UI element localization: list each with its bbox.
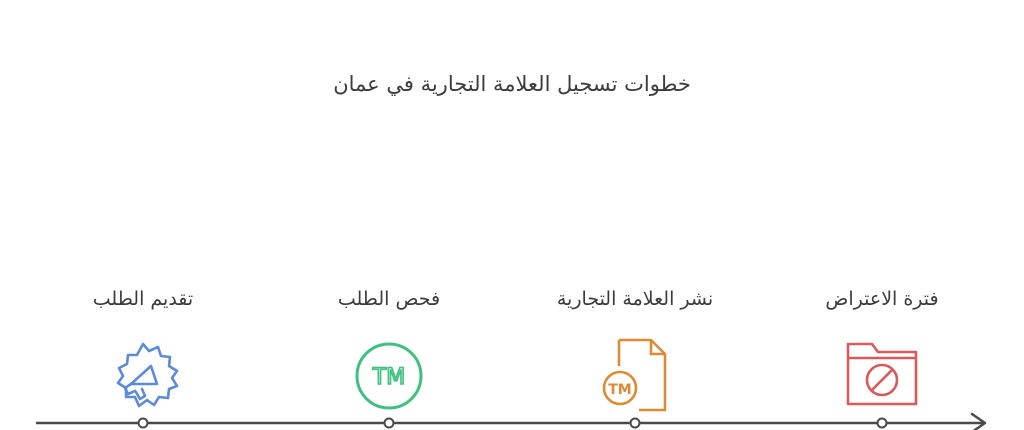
step-label: فحص الطلب — [337, 288, 441, 310]
svg-text:TM: TM — [372, 365, 405, 390]
diagram-title: خطوات تسجيل العلامة التجارية في عمان — [333, 72, 691, 96]
timeline-node — [876, 417, 888, 429]
trademark-icon: TM — [355, 342, 423, 410]
trademark-document-icon: TM — [602, 338, 667, 412]
timeline-node — [383, 417, 395, 429]
step-publish-trademark: نشر العلامة التجارية TM — [515, 284, 755, 416]
timeline-node — [629, 417, 641, 429]
step-label: نشر العلامة التجارية — [556, 288, 714, 310]
step-label: فترة الاعتراض — [825, 288, 939, 310]
svg-text:TM: TM — [608, 382, 631, 398]
timeline-node — [137, 417, 149, 429]
step-opposition-period: فترة الاعتراض — [762, 284, 1002, 416]
timeline-arrowhead — [970, 412, 987, 430]
megaphone-icon — [116, 342, 179, 408]
step-submit-application: تقديم الطلب — [23, 284, 263, 416]
step-examine-application: فحص الطلب TM — [269, 284, 509, 416]
blocked-folder-icon — [846, 342, 918, 406]
step-label: تقديم الطلب — [92, 288, 194, 310]
